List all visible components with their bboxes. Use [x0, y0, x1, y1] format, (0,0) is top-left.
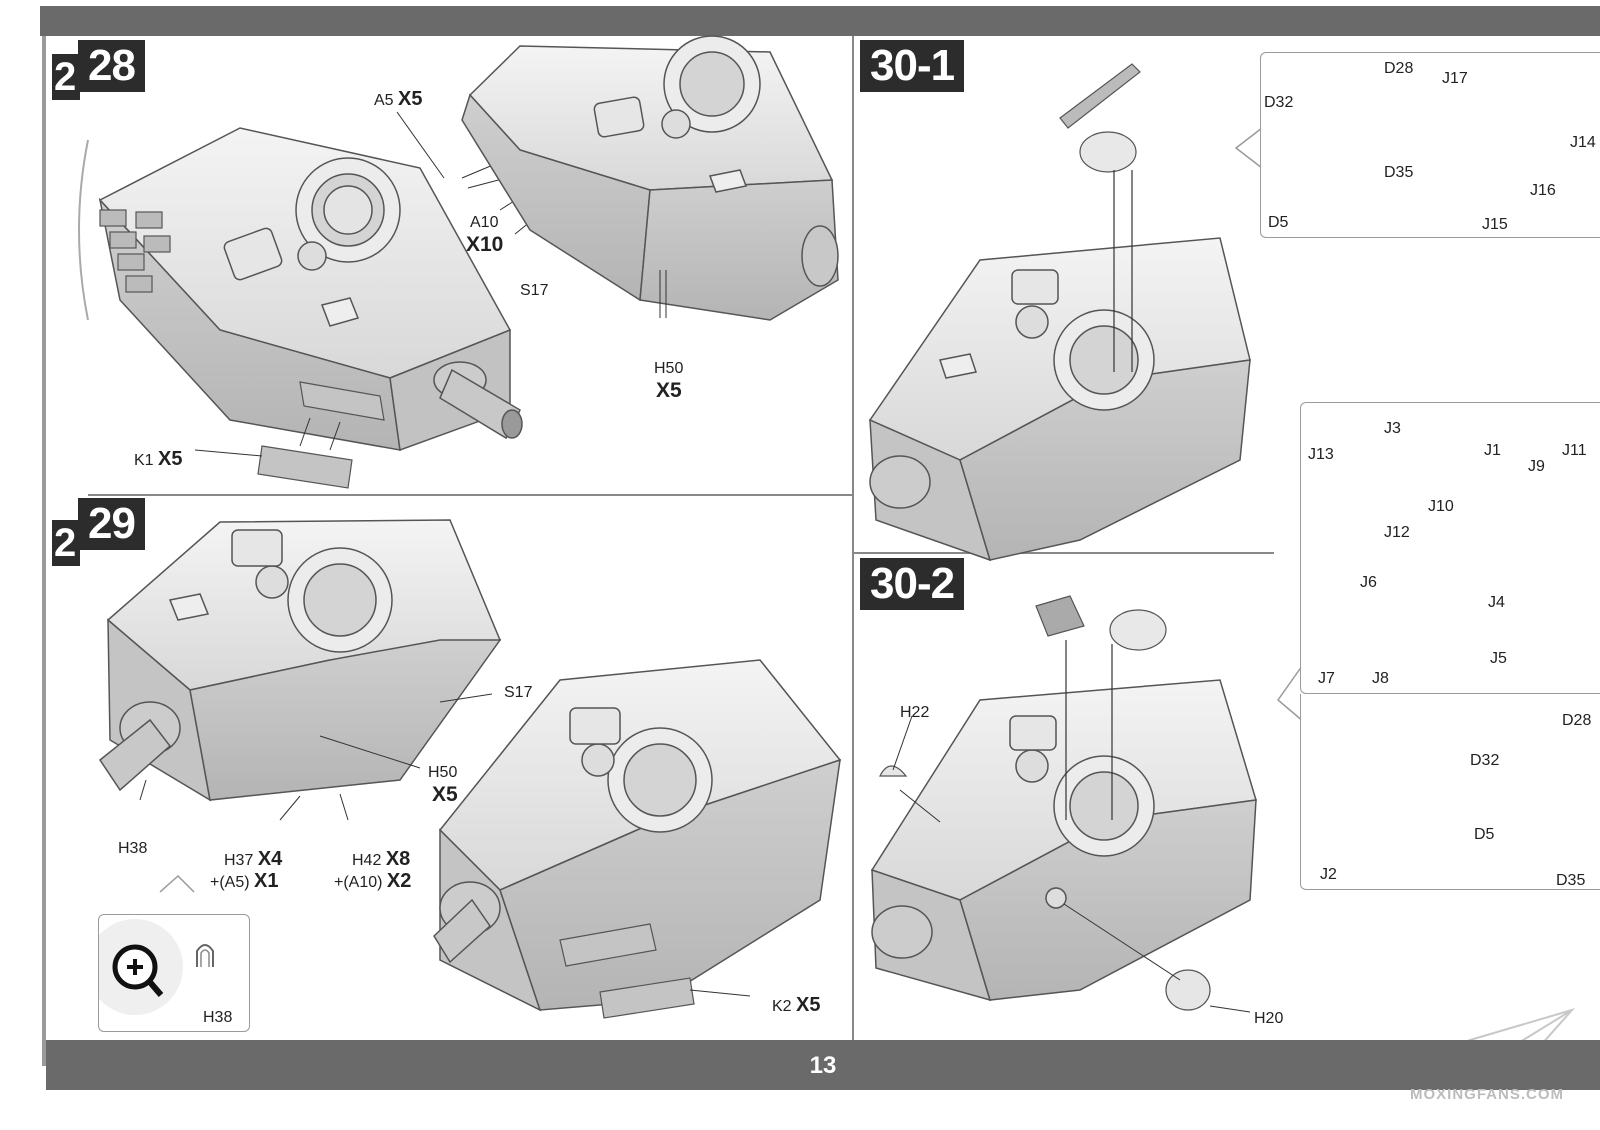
divider-vertical	[852, 36, 854, 1040]
track-rack-k1	[257, 381, 385, 489]
label-h42-extra: +(A10) X2	[334, 870, 412, 892]
label-d5-30-2: D5	[1474, 826, 1495, 843]
label-j14: J14	[1570, 134, 1596, 151]
bottom-strip: 13	[46, 1040, 1600, 1090]
label-h37-extra: +(A5) X1	[210, 870, 279, 892]
label-j7: J7	[1318, 670, 1335, 687]
label-j5: J5	[1490, 650, 1507, 667]
label-h37: H37 X4	[224, 848, 283, 870]
inset-30-2	[1300, 694, 1600, 890]
label-j13: J13	[1308, 446, 1334, 463]
label-j9: J9	[1528, 458, 1545, 475]
label-d5-30-1: D5	[1268, 214, 1289, 231]
turret-29a	[98, 519, 502, 802]
leader-lines-29b	[689, 989, 751, 997]
step-30-2-badge: 30-2	[860, 558, 965, 610]
top-strip	[40, 6, 1600, 36]
label-h20: H20	[1254, 1010, 1284, 1027]
zoom-label-h38: H38	[203, 1009, 233, 1026]
watermark-text: MOXINGFANS.COM	[1410, 1086, 1565, 1103]
inset-mid	[1300, 402, 1600, 694]
zoom-callout-pointer	[159, 874, 195, 893]
page-curl	[78, 139, 89, 321]
inset-mid-pointer	[1276, 665, 1305, 723]
zoom-detail-box: H38	[98, 914, 250, 1032]
label-d28-30-2: D28	[1562, 712, 1592, 729]
label-h50-28: H50	[654, 360, 684, 377]
label-j10: J10	[1428, 498, 1454, 515]
label-j8: J8	[1372, 670, 1389, 687]
label-j2: J2	[1320, 866, 1337, 883]
divider-step28-29	[88, 494, 852, 496]
label-j17: J17	[1442, 70, 1468, 87]
step-30-1-badge: 30-1	[860, 40, 965, 92]
label-s17-29: S17	[504, 684, 533, 701]
searchlight-mount-30-2	[879, 595, 1211, 1011]
label-j4: J4	[1488, 594, 1505, 611]
label-d28-30-1: D28	[1384, 60, 1414, 77]
track-rack-k2	[559, 923, 695, 1019]
page-number: 13	[809, 1052, 837, 1079]
label-j16: J16	[1530, 182, 1556, 199]
label-d32-30-2: D32	[1470, 752, 1500, 769]
inset-30-1-pointer	[1234, 127, 1263, 169]
leader-lines-28b	[659, 270, 667, 318]
label-h38: H38	[118, 840, 148, 857]
label-h50-28-qty: X5	[656, 379, 682, 402]
side-track-links-28a	[99, 209, 171, 293]
label-a5: A5 X5	[374, 88, 423, 110]
label-j15: J15	[1482, 216, 1508, 233]
step-28-badge: 28	[78, 40, 145, 92]
turret-30-2	[870, 679, 1257, 1002]
label-h22: H22	[900, 704, 930, 721]
label-h50-29: H50	[428, 764, 458, 781]
label-d35-30-1: D35	[1384, 164, 1414, 181]
divider-step30-1-30-2	[854, 552, 1274, 554]
turret-28b	[461, 35, 839, 321]
mg-mount-30-1	[1059, 63, 1141, 372]
label-k2: K2 X5	[772, 994, 821, 1016]
label-j11: J11	[1562, 442, 1587, 459]
label-h42: H42 X8	[352, 848, 411, 870]
turret-30-1	[868, 237, 1251, 562]
label-j6: J6	[1360, 574, 1377, 591]
inset-30-1	[1260, 52, 1600, 238]
label-a10: A10	[470, 214, 499, 231]
label-d35-30-2: D35	[1556, 872, 1586, 889]
label-h50-29-qty: X5	[432, 783, 458, 806]
label-j1: J1	[1484, 442, 1501, 459]
step-28-ghost-badge: 2	[52, 54, 80, 100]
label-j12: J12	[1384, 524, 1410, 541]
label-s17-28: S17	[520, 282, 549, 299]
left-page-edge	[42, 36, 46, 1066]
step-29-ghost-badge: 2	[52, 520, 80, 566]
label-d32-30-1: D32	[1264, 94, 1294, 111]
turret-29b	[433, 659, 842, 1012]
leader-lines-30-2	[892, 715, 1251, 1013]
label-a10-qty: X10	[466, 233, 504, 256]
label-j3: J3	[1384, 420, 1401, 437]
magnifier-plus-icon	[99, 919, 214, 1015]
label-k1: K1 X5	[134, 448, 183, 470]
step-29-badge: 29	[78, 498, 145, 550]
leader-lines-29a	[139, 693, 493, 821]
